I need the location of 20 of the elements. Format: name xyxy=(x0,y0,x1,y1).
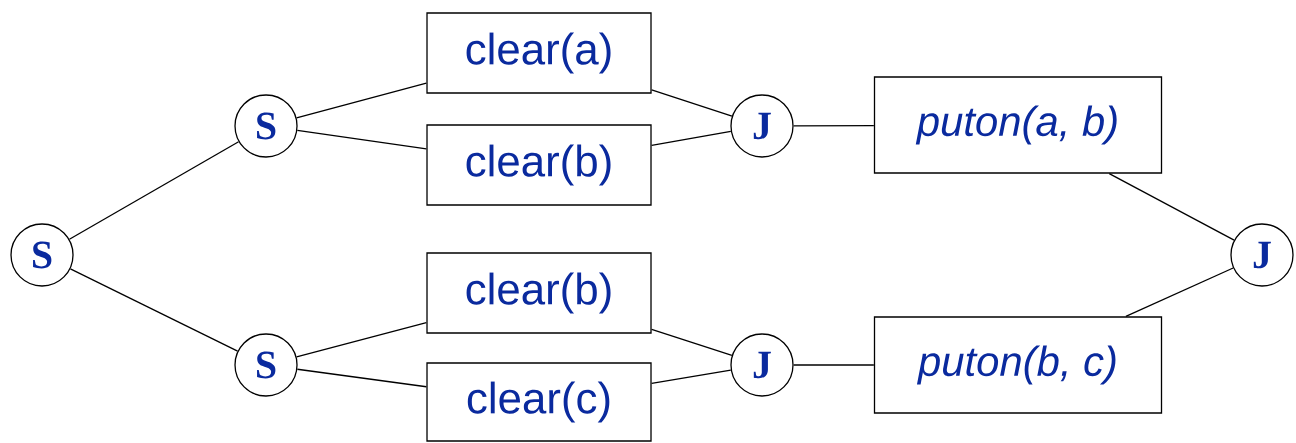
connector-line xyxy=(296,368,427,388)
connector-line xyxy=(295,322,427,358)
connector-line xyxy=(1125,267,1234,317)
connector-line xyxy=(793,364,875,366)
action-box: clear(c) xyxy=(426,362,652,442)
action-box: clear(a) xyxy=(426,12,652,94)
connector-line xyxy=(793,124,875,127)
goal-box: puton(a, b) xyxy=(873,76,1163,174)
connector-line xyxy=(296,129,427,150)
connector-line xyxy=(295,82,427,119)
connector-line xyxy=(651,89,733,117)
connector-line xyxy=(651,369,732,384)
action-box: clear(b) xyxy=(426,124,652,206)
connector-line xyxy=(68,141,240,240)
connector-line xyxy=(1108,173,1235,241)
goal-box: puton(b, c) xyxy=(873,316,1163,414)
action-box: clear(b) xyxy=(426,252,652,334)
connector-line xyxy=(651,328,733,356)
connector-line xyxy=(651,130,732,146)
connector-line xyxy=(69,268,239,352)
